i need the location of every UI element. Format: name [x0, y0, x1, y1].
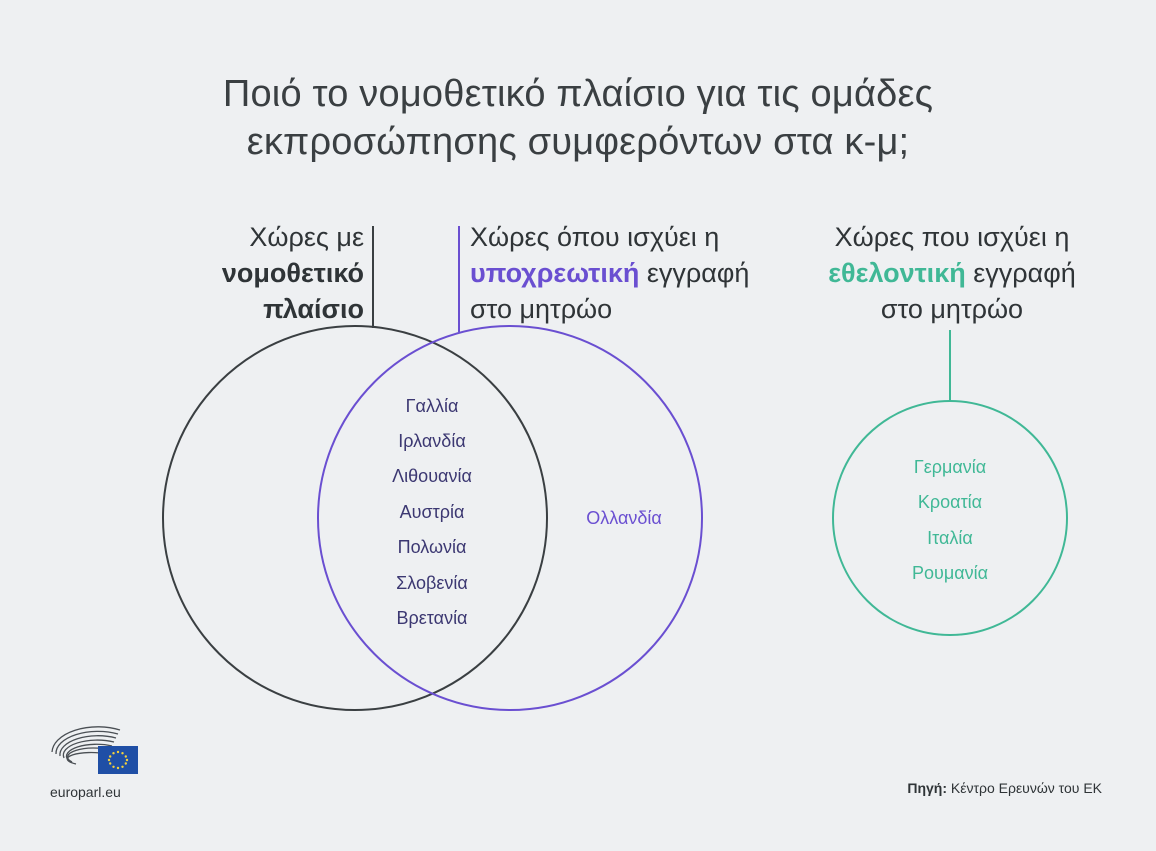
mandatory-label-bold: υποχρεωτική: [470, 258, 640, 288]
mandatory-label-after: εγγραφή: [639, 258, 750, 288]
title-line-1: Ποιό το νομοθετικό πλαίσιο για τις ομάδε…: [222, 73, 934, 115]
country-mandatory-only: Ολλανδία: [586, 508, 662, 528]
legislative-label-line1: Χώρες με: [249, 222, 364, 252]
page-title: Ποιό το νομοθετικό πλαίσιο για τις ομάδε…: [0, 70, 1156, 166]
country-intersection: Αυστρία: [399, 502, 465, 522]
source-text: Κέντρο Ερευνών του ΕΚ: [947, 780, 1102, 796]
mandatory-label-line1: Χώρες όπου ισχύει η: [470, 222, 720, 252]
mandatory-label-line3: στο μητρώο: [470, 294, 613, 324]
mandatory-set-label: Χώρες όπου ισχύει η υποχρεωτική εγγραφή …: [470, 219, 749, 327]
country-intersection: Πολωνία: [397, 537, 467, 557]
voluntary-label-bold: εθελοντική: [828, 258, 966, 288]
legislative-label-bold1: νομοθετικό: [221, 258, 364, 288]
title-line-2: εκπροσώπησης συμφερόντων στα κ-μ;: [246, 121, 910, 163]
source-label: Πηγή:: [907, 780, 947, 796]
voluntary-circle: [832, 400, 1068, 636]
voluntary-label-line1: Χώρες που ισχύει η: [834, 222, 1070, 252]
source-note: Πηγή: Κέντρο Ερευνών του ΕΚ: [907, 780, 1102, 796]
eu-flag-icon: [98, 746, 138, 774]
country-voluntary: Γερμανία: [913, 457, 987, 477]
voluntary-set-label: Χώρες που ισχύει η εθελοντική εγγραφή στ…: [790, 219, 1114, 327]
country-intersection: Ιρλανδία: [398, 431, 466, 451]
country-intersection: Λιθουανία: [392, 466, 472, 486]
legislative-circle: [162, 325, 548, 711]
legislative-label-bold2: πλαίσιο: [263, 294, 364, 324]
voluntary-label-line3: στο μητρώο: [880, 294, 1024, 324]
country-intersection: Βρετανία: [396, 608, 468, 628]
country-voluntary: Ρουμανία: [911, 563, 989, 583]
country-voluntary: Κροατία: [917, 492, 983, 512]
voluntary-label-after: εγγραφή: [965, 258, 1076, 288]
site-link[interactable]: europarl.eu: [50, 784, 121, 800]
legislative-set-label: Χώρες με νομοθετικό πλαίσιο: [222, 219, 364, 327]
country-intersection: Γαλλία: [405, 396, 459, 416]
country-voluntary: Ιταλία: [927, 528, 973, 548]
european-parliament-logo-icon: [51, 726, 138, 774]
country-intersection: Σλοβενία: [396, 573, 468, 593]
mandatory-circle: [317, 325, 703, 711]
